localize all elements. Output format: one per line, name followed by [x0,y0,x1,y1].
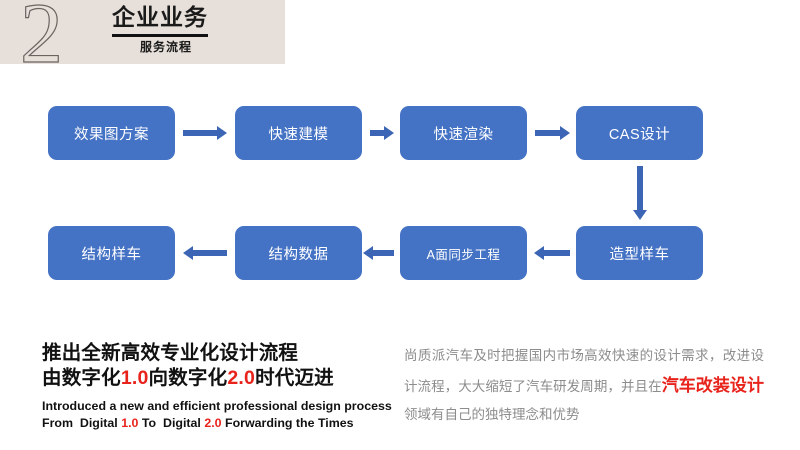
headline-line-1: 推出全新高效专业化设计流程 [42,341,382,366]
flow-node-structure-prototype[interactable]: 结构样车 [48,226,175,280]
arrow-head [384,126,394,140]
arrow-head [183,246,193,260]
headline-segment-b: 向数字化 [148,366,228,389]
headline-segment-a: 由数字化 [42,366,121,389]
flow-node-cas-design[interactable]: CAS设计 [576,106,703,160]
arrow-down-icon [633,166,647,220]
flow-node-rapid-modeling[interactable]: 快速建模 [235,106,362,160]
arrow-left-icon-1 [534,246,570,260]
flow-node-styling-prototype[interactable]: 造型样车 [576,226,703,280]
arrow-shaft [543,250,570,256]
section-number: 2 [19,0,63,81]
headline-red-1-0: 1.0 [120,366,149,389]
flow-node-a-surface-engineering[interactable]: A面同步工程 [400,226,527,280]
arrow-head [217,126,227,140]
english-subtitle: Introduced a new and efficient professio… [42,398,392,432]
english-line-1: Introduced a new and efficient professio… [42,398,392,413]
english-segment-digital-1: Digital [79,415,118,430]
page-title: 企业业务 [112,3,208,37]
arrow-head [633,210,647,220]
english-red-1-0: 1.0 [121,415,139,430]
flow-node-effect-plan[interactable]: 效果图方案 [48,106,175,160]
arrow-shaft [370,130,385,136]
headline-line-2: 由数字化1.0向数字化2.0时代迈进 [42,366,382,391]
arrow-head [534,246,544,260]
arrow-shaft [183,130,218,136]
arrow-right-icon-3 [535,126,570,140]
footer-paragraph: 尚质派汽车及时把握国内市场高效快速的设计需求，改进设计流程，大大缩短了汽车研发周… [404,343,764,429]
arrow-shaft [192,250,227,256]
arrow-head [363,246,373,260]
english-segment-from: From [42,415,73,430]
footer-headline-block: 推出全新高效专业化设计流程 由数字化1.0向数字化2.0时代迈进 Introdu… [42,341,392,432]
headline-line-1-text: 推出全新高效专业化设计流程 [42,342,299,364]
english-segment-to: To [141,415,157,430]
english-segment-tail: Forwarding the Times [225,415,354,430]
arrow-left-icon-3 [183,246,227,260]
paragraph-part-1: 尚质派汽车及时把握国内市场高效快速的设计需求，改进设计流程，大大缩短了汽车研发周… [404,348,764,395]
english-red-2-0: 2.0 [204,415,222,430]
paragraph-part-2: 领域有自己的独特理念和优势 [404,407,580,423]
header-band [0,0,285,64]
arrow-left-icon-2 [363,246,394,260]
headline-red-2-0: 2.0 [227,366,256,389]
page-subtitle: 服务流程 [140,40,193,54]
arrow-right-icon-2 [370,126,394,140]
arrow-shaft [372,250,394,256]
flow-node-rapid-rendering[interactable]: 快速渲染 [400,106,527,160]
flow-node-structure-data[interactable]: 结构数据 [235,226,362,280]
english-segment-digital-2: Digital [163,415,201,430]
arrow-right-icon-1 [183,126,227,140]
arrow-shaft [535,130,561,136]
arrow-head [560,126,570,140]
english-line-2: From Digital 1.0 To Digital 2.0 Forwardi… [42,415,382,432]
paragraph-emphasis: 汽车改装设计 [661,376,764,396]
headline-segment-c: 时代迈进 [255,366,334,389]
arrow-shaft [637,166,643,211]
